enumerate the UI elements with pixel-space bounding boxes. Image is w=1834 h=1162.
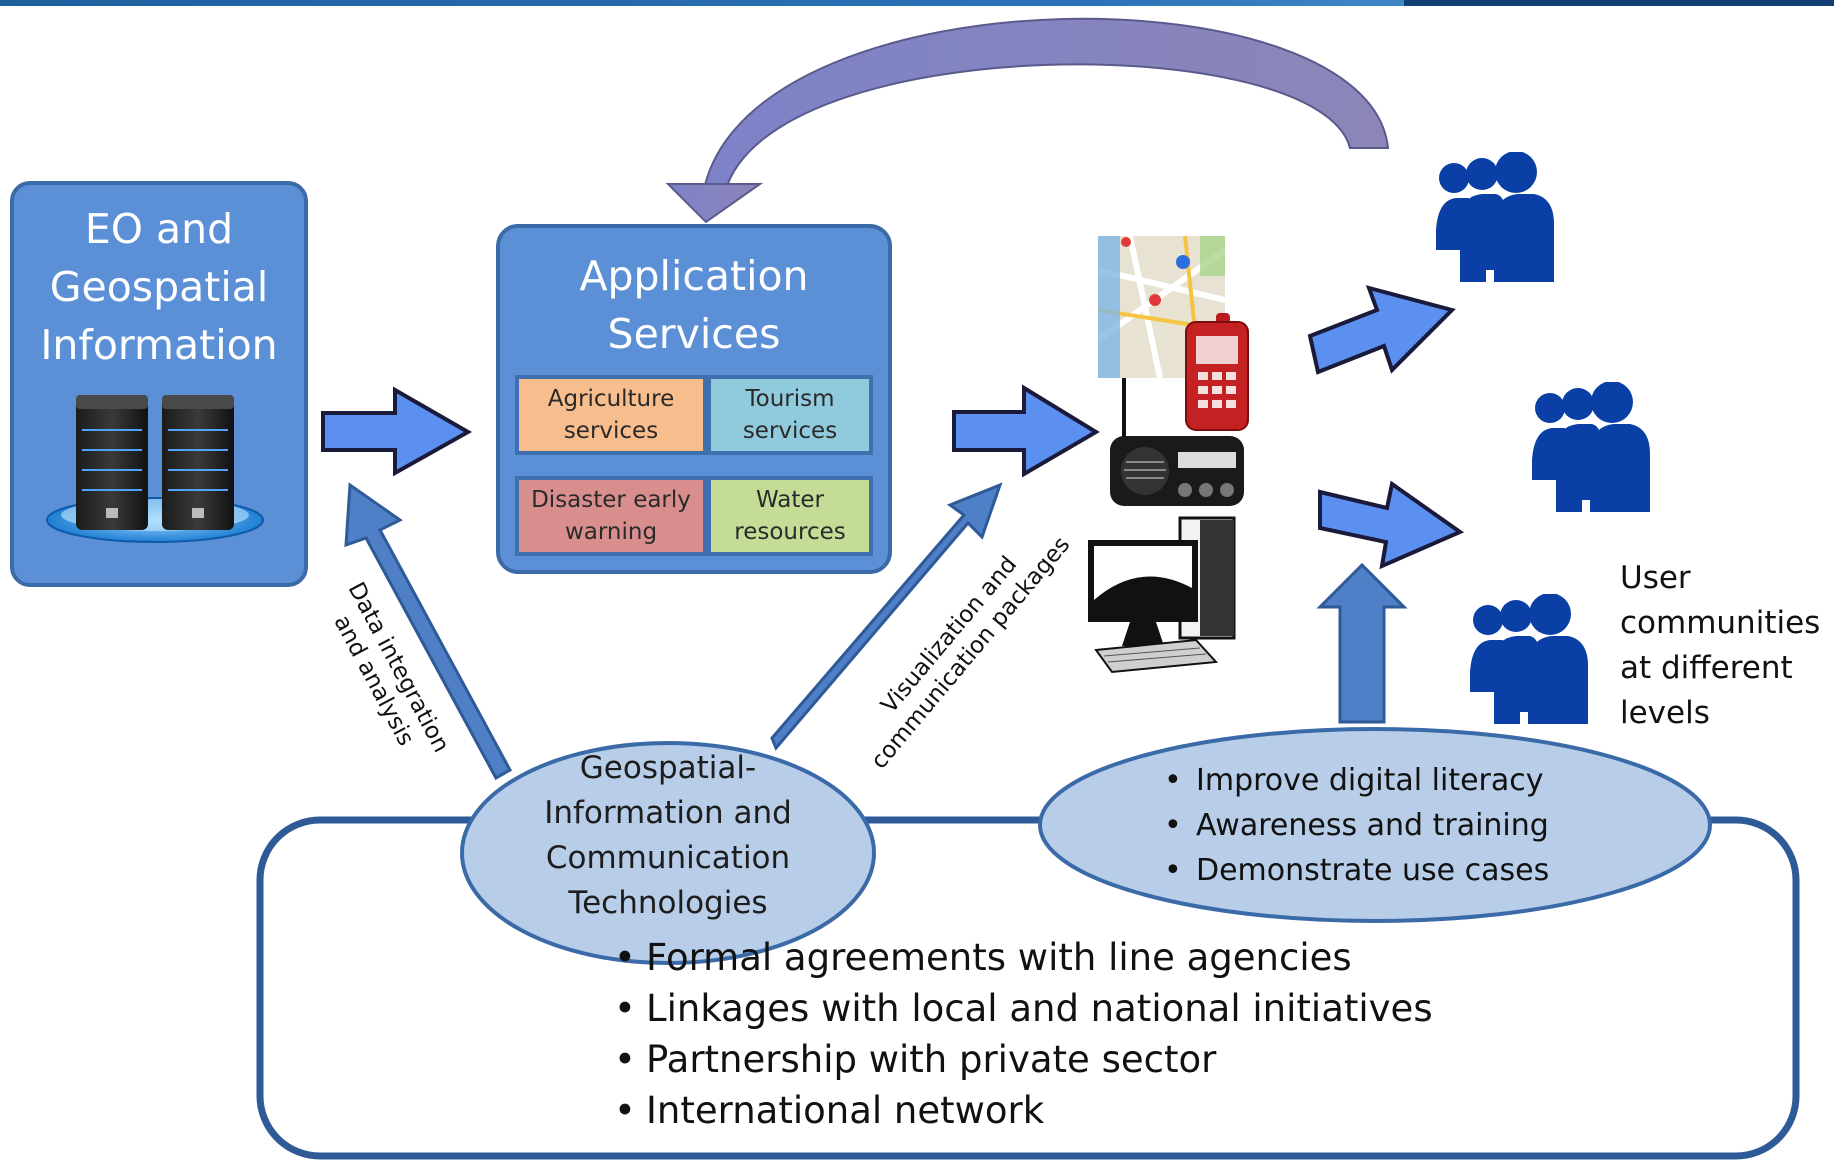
tile-water (707, 476, 873, 556)
partnership-list: Formal agreements with line agencies Lin… (610, 932, 1433, 1136)
geo-ict-ellipse-text: Geospatial- Information and Communicatio… (478, 746, 858, 926)
disaster-warning-label: Disaster early warning (517, 478, 705, 554)
server-icon (46, 395, 264, 543)
top-accent-bar-dark (1404, 0, 1834, 6)
user-group-icon-bottom (1470, 594, 1588, 724)
tourism-services-label: Tourism services (709, 377, 871, 453)
map-icon (1096, 235, 1227, 379)
user-communities-label: User communities at different levels (1620, 556, 1820, 736)
user-group-icon-top (1436, 152, 1554, 282)
tile-line: Disaster early (531, 487, 691, 513)
ellipse-line: Geospatial- (579, 750, 757, 786)
capacity-up-arrow (1316, 562, 1408, 724)
feedback-curved-arrow (665, 17, 1390, 224)
tile-tourism (707, 375, 873, 455)
visualization-arrow (770, 482, 1003, 751)
agriculture-services-label: Agriculture services (517, 377, 705, 453)
user-line: User (1620, 560, 1691, 596)
flow-arrow-devices-to-users-top (1307, 285, 1456, 375)
tile-line: Water (756, 487, 824, 513)
top-accent-bar (0, 0, 1834, 6)
tile-line: warning (564, 519, 658, 545)
data-integration-arrow (344, 482, 513, 781)
radio-icon (1110, 378, 1244, 506)
user-line: communities (1620, 605, 1821, 641)
partnership-item: Formal agreements with line agencies (610, 932, 1433, 983)
eo-title-line: EO and (84, 205, 234, 253)
desktop-computer-icon (1088, 516, 1236, 674)
flow-arrow-eo-to-apps (321, 386, 473, 477)
capacity-item: Improve digital literacy (1160, 758, 1549, 803)
tile-line: services (563, 418, 659, 444)
tile-line: services (742, 418, 838, 444)
eo-box-title: EO and Geospatial Information (12, 200, 306, 374)
user-line: levels (1620, 695, 1710, 731)
partnership-item: Partnership with private sector (610, 1034, 1433, 1085)
flow-arrow-devices-to-users-bottom (1318, 480, 1465, 570)
capacity-item: Awareness and training (1160, 803, 1549, 848)
capacity-list: Improve digital literacy Awareness and t… (1160, 758, 1549, 893)
app-title-line: Services (607, 310, 781, 358)
tile-disaster (515, 476, 707, 556)
partnership-item: International network (610, 1085, 1433, 1136)
app-title-line: Application (579, 252, 809, 300)
service-tiles (515, 375, 873, 556)
ellipse-line: Technologies (568, 885, 768, 921)
water-resources-label: Water resources (709, 478, 871, 554)
ellipse-line: Communication (545, 840, 791, 876)
tile-line: Tourism (745, 386, 835, 412)
user-line: at different (1620, 650, 1793, 686)
partnership-item: Linkages with local and national initiat… (610, 983, 1433, 1034)
ellipse-line: Information and (544, 795, 792, 831)
mobile-phone-icon (1185, 313, 1249, 431)
capacity-item: Demonstrate use cases (1160, 848, 1549, 893)
tile-line: resources (734, 519, 846, 545)
user-group-icon-middle (1532, 382, 1650, 512)
eo-title-line: Information (40, 321, 278, 369)
application-services-title: Application Services (498, 247, 890, 363)
tile-agriculture (515, 375, 707, 455)
flow-arrow-apps-to-devices (952, 384, 1100, 478)
eo-title-line: Geospatial (49, 263, 269, 311)
tile-line: Agriculture (547, 386, 675, 412)
